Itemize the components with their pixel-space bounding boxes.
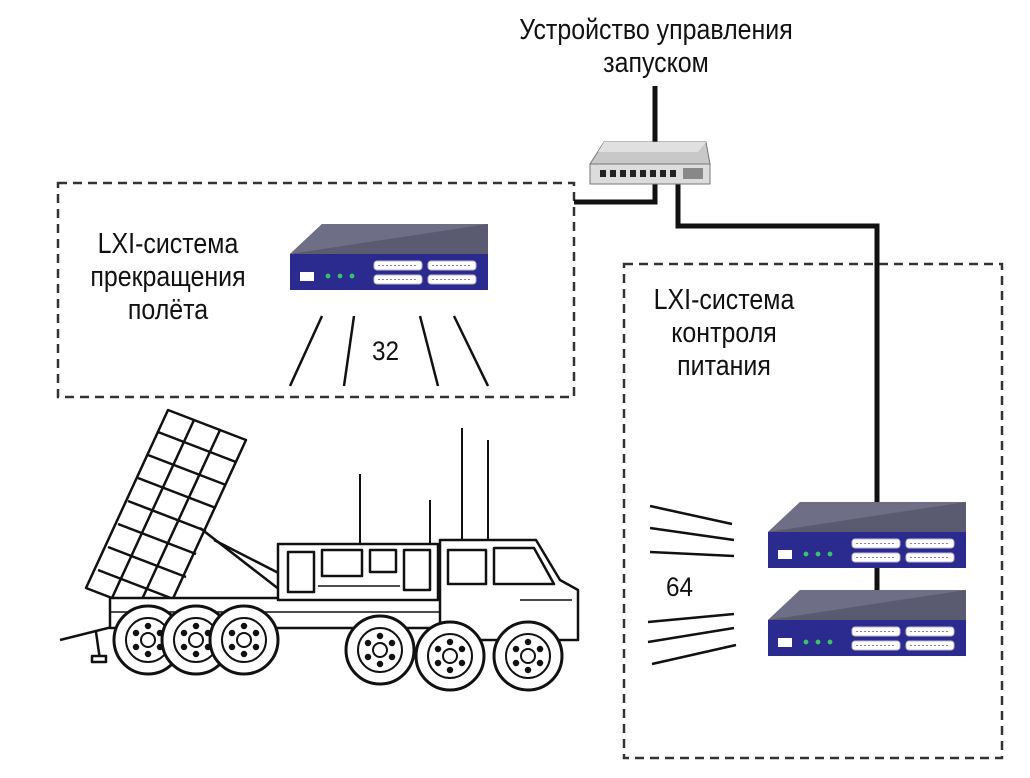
power-wires bbox=[647, 504, 737, 666]
fts-label-line2: прекращения bbox=[90, 261, 246, 293]
fts-label: LXI-система прекращения полёта bbox=[73, 228, 262, 327]
power-label: LXI-система контроля питания bbox=[629, 284, 818, 383]
power-channel-count: 64 bbox=[666, 572, 694, 602]
fts-channel-count: 32 bbox=[372, 336, 400, 366]
launch-controller-label: Устройство управления запуском bbox=[496, 14, 816, 80]
launch-controller-label-line2: запуском bbox=[603, 47, 709, 79]
missile-launcher-truck-icon bbox=[59, 408, 580, 692]
network-switch-icon bbox=[589, 141, 711, 185]
power-label-line2: контроля bbox=[671, 317, 777, 349]
power-instrument-bottom-icon bbox=[767, 589, 967, 657]
launch-controller-label-line1: Устройство управления bbox=[519, 14, 793, 46]
fts-wires bbox=[288, 315, 490, 387]
fts-label-line3: полёта bbox=[127, 294, 209, 326]
power-label-line1: LXI-система bbox=[653, 284, 795, 316]
fts-dashed-box bbox=[56, 181, 576, 399]
fts-instrument-icon bbox=[289, 223, 489, 291]
power-dashed-box bbox=[622, 262, 1004, 760]
fts-label-line1: LXI-система bbox=[97, 228, 239, 260]
power-instrument-top-icon bbox=[767, 501, 967, 569]
power-label-line3: питания bbox=[677, 350, 771, 382]
network-cables bbox=[574, 86, 880, 592]
